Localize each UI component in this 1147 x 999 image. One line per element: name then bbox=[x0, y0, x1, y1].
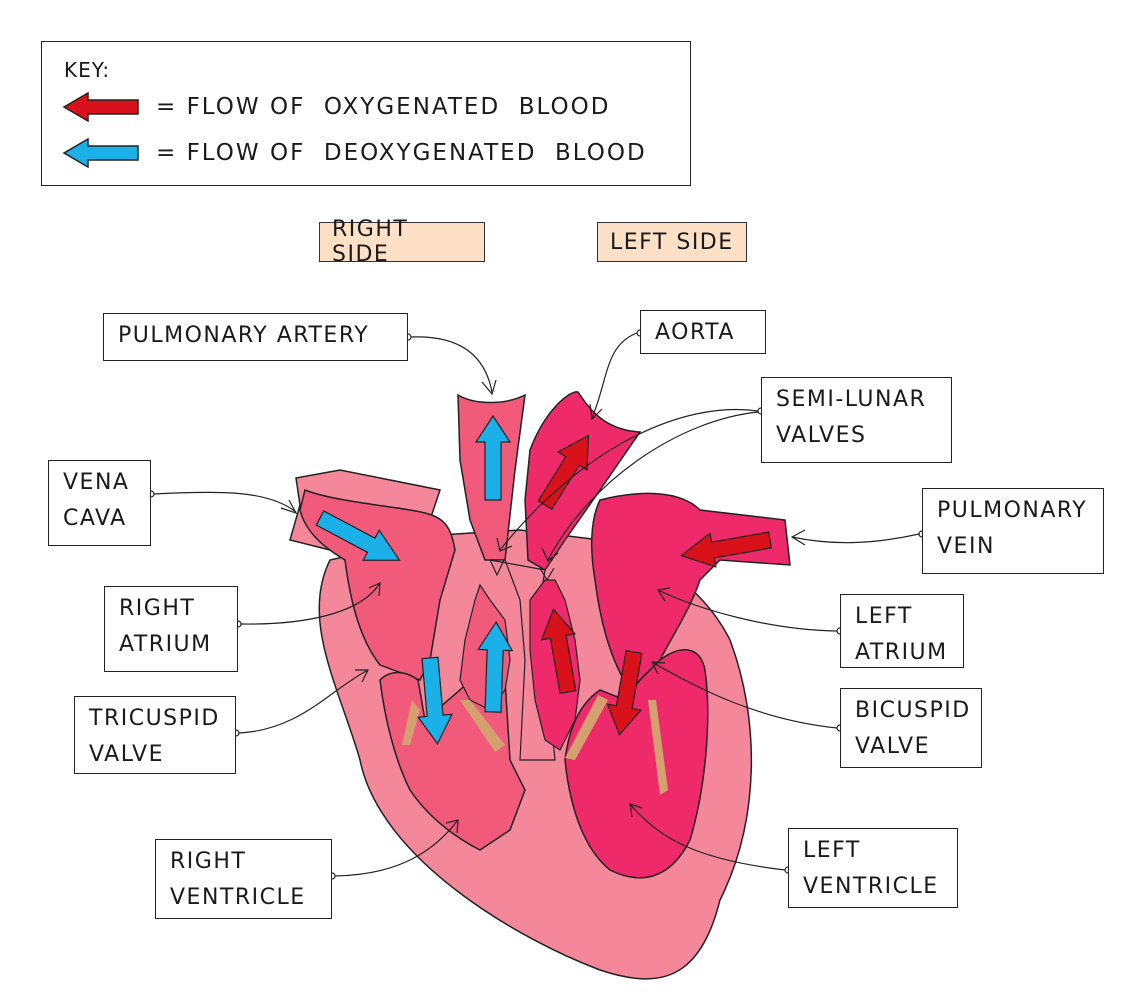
red-arrow-icon bbox=[62, 92, 139, 122]
bicuspid-text-2: VALVE bbox=[855, 734, 930, 759]
pulmonary-vein-label: PULMONARY VEIN bbox=[922, 488, 1104, 574]
tricuspid-valve-left-flap bbox=[402, 700, 420, 745]
left-atrium-text-2: ATRIUM bbox=[855, 640, 948, 665]
right-atrium-text-2: ATRIUM bbox=[119, 632, 212, 657]
vena-cava-text-1: VENA bbox=[63, 470, 130, 495]
aortic-semilunar-valve bbox=[539, 567, 555, 582]
left-outflow-flow-arrow bbox=[540, 608, 577, 695]
right-atrium-text-1: RIGHT bbox=[119, 596, 196, 621]
left-ventricle-text-1: LEFT bbox=[803, 838, 861, 863]
aorta-text: AORTA bbox=[655, 320, 735, 345]
pulmonary-vein-text-1: PULMONARY bbox=[937, 498, 1088, 523]
bicuspid-valve-right-flap bbox=[648, 700, 668, 795]
left-ventricle-label: LEFT VENTRICLE bbox=[788, 828, 958, 908]
semi-lunar-text-1: SEMI-LUNAR bbox=[776, 387, 927, 412]
bicuspid-text-1: BICUSPID bbox=[855, 698, 971, 723]
blue-arrow-icon bbox=[62, 138, 139, 168]
bicuspid-flow-arrow bbox=[606, 649, 643, 736]
key-oxygenated-label: = FLOW OF OXYGENATED BLOOD bbox=[156, 94, 611, 120]
aorta-vessel bbox=[524, 391, 642, 572]
vena-cava-flow-arrow bbox=[315, 510, 401, 561]
semi-lunar-valves-label: SEMI-LUNAR VALVES bbox=[761, 377, 952, 463]
left-atrium-label: LEFT ATRIUM bbox=[840, 594, 964, 668]
right-side-label: RIGHT SIDE bbox=[319, 217, 485, 267]
right-outflow-flow-arrow bbox=[477, 620, 514, 713]
pulmonary-vein-flow-arrow bbox=[680, 531, 773, 568]
left-side-label: LEFT SIDE bbox=[597, 222, 747, 262]
tricuspid-valve-label: TRICUSPID VALVE bbox=[74, 696, 236, 774]
pulmonary-artery-flow-arrow bbox=[474, 414, 512, 501]
key-row-deoxygenated: = FLOW OF DEOXYGENATED BLOOD bbox=[62, 136, 647, 170]
aorta-label: AORTA bbox=[640, 310, 766, 354]
pulmonary-artery-text: PULMONARY ARTERY bbox=[118, 323, 370, 348]
vena-cava-text-2: CAVA bbox=[63, 506, 127, 531]
pulmonary-semilunar-valve bbox=[489, 559, 505, 577]
key-deoxygenated-label: = FLOW OF DEOXYGENATED BLOOD bbox=[156, 140, 647, 166]
tricuspid-valve-right-flap bbox=[460, 700, 505, 752]
left-atrium-text-1: LEFT bbox=[855, 604, 913, 629]
aorta-flow-arrow bbox=[537, 434, 590, 511]
tricuspid-text-1: TRICUSPID bbox=[89, 706, 220, 731]
tricuspid-text-2: VALVE bbox=[89, 742, 164, 767]
right-ventricle-label: RIGHT VENTRICLE bbox=[155, 839, 332, 919]
right-ventricle-text-1: RIGHT bbox=[170, 849, 247, 874]
pulmonary-artery-label: PULMONARY ARTERY bbox=[103, 313, 408, 361]
right-ventricle-text-2: VENTRICLE bbox=[170, 885, 306, 910]
vena-cava-label: VENA CAVA bbox=[48, 460, 151, 546]
left-ventricle-text-2: VENTRICLE bbox=[803, 874, 939, 899]
key-box: KEY: = FLOW OF OXYGENATED BLOOD = FLOW O… bbox=[41, 41, 691, 186]
semi-lunar-text-2: VALVES bbox=[776, 423, 867, 448]
tricuspid-flow-arrow bbox=[417, 656, 454, 745]
key-title: KEY: bbox=[64, 58, 111, 82]
right-atrium-label: RIGHT ATRIUM bbox=[104, 586, 238, 672]
key-row-oxygenated: = FLOW OF OXYGENATED BLOOD bbox=[62, 90, 610, 124]
pulmonary-vein-text-2: VEIN bbox=[937, 534, 995, 559]
bicuspid-valve-label: BICUSPID VALVE bbox=[840, 688, 982, 768]
bicuspid-valve-left-flap bbox=[565, 695, 608, 760]
